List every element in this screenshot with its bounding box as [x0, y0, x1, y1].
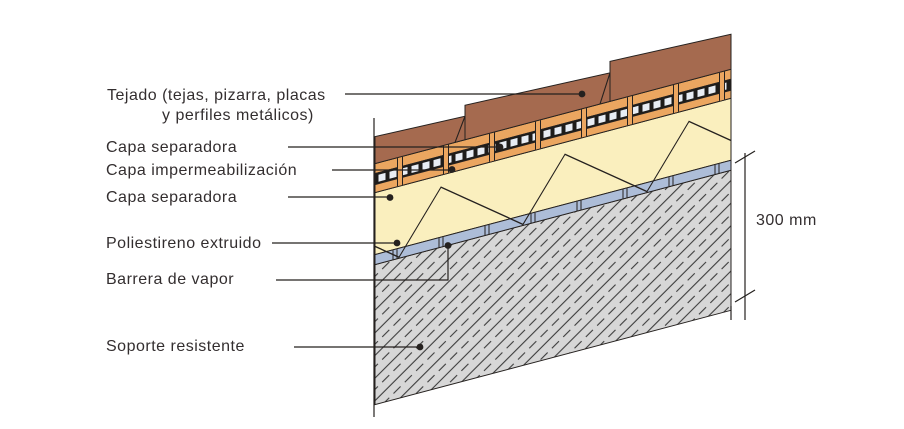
- dimension-tick-bottom: [734, 289, 756, 303]
- membrane-square: [521, 134, 529, 144]
- membrane-square: [664, 97, 672, 106]
- membrane-square: [554, 126, 562, 136]
- membrane-square: [389, 169, 397, 179]
- band-joint-fill: [673, 83, 679, 114]
- membrane-square: [565, 123, 573, 133]
- label-soporte: Soporte resistente: [106, 338, 245, 355]
- insulation-zigzag: [375, 98, 731, 259]
- membrane-square: [510, 137, 518, 147]
- membrane-square: [686, 91, 694, 101]
- label-poliestireno: Poliestireno extruido: [106, 235, 262, 252]
- membrane-square: [708, 85, 716, 95]
- leader-dot-separadora-sup: [496, 143, 504, 151]
- leader-barrera-vapor: [276, 247, 449, 281]
- membrane-square: [466, 149, 474, 159]
- membrane-square: [653, 99, 661, 109]
- tile-overlap-joints: [454, 72, 611, 143]
- label-dimension-300mm: 300 mm: [756, 212, 817, 229]
- membrane-band-joints: [397, 71, 725, 187]
- dimension-300mm: [734, 150, 756, 320]
- band-joint-fill: [443, 144, 449, 174]
- sloped-layers: [374, 33, 732, 266]
- membrane-square: [609, 111, 617, 121]
- membrane-square: [543, 129, 551, 138]
- membrane-square: [455, 152, 463, 162]
- membrane-square: [477, 146, 485, 156]
- leader-dot-impermeabilizacion: [448, 166, 456, 173]
- membrane-square: [598, 114, 606, 124]
- membrane-square: [587, 117, 595, 127]
- leader-dot-soporte: [416, 343, 424, 351]
- membrane-square: [642, 102, 650, 112]
- band-joint-fill: [397, 156, 403, 187]
- label-capa-separadora-sup: Capa separadora: [106, 139, 238, 156]
- label-tejado-line2: y perfiles metálicos): [162, 107, 314, 124]
- leader-dot-barrera: [444, 242, 452, 249]
- leader-dot-separadora-inf: [386, 194, 394, 201]
- membrane-square: [433, 158, 441, 168]
- label-capa-separadora-inf: Capa separadora: [106, 189, 238, 206]
- membrane-square: [378, 172, 386, 182]
- vapor-barrier-joints: [392, 163, 720, 260]
- support-slab-hatch: [375, 170, 731, 405]
- membrane-square: [631, 105, 639, 115]
- band-joint-fill: [719, 71, 725, 101]
- label-tejado-line1: Tejado (tejas, pizarra, placas: [107, 87, 326, 104]
- separator-layer-lower: [374, 89, 732, 194]
- band-joint-fill: [627, 95, 633, 126]
- membrane-square: [422, 161, 430, 171]
- leader-dot-poliestireno: [393, 239, 401, 247]
- dimension-tick-top: [734, 150, 756, 164]
- band-joint-fill: [581, 108, 587, 138]
- membrane-square: [411, 164, 419, 173]
- leader-lines: [272, 90, 586, 351]
- label-barrera-vapor: Barrera de vapor: [106, 271, 235, 288]
- band-joint-fill: [535, 120, 541, 150]
- membrane-square: [620, 108, 628, 118]
- membrane-square: [697, 88, 705, 98]
- vapor-barrier-layer: [374, 159, 732, 266]
- tile-course-3: [609, 33, 732, 102]
- label-capa-impermeabilizacion: Capa impermeabilización: [106, 162, 298, 179]
- leader-dot-tejado: [578, 90, 586, 98]
